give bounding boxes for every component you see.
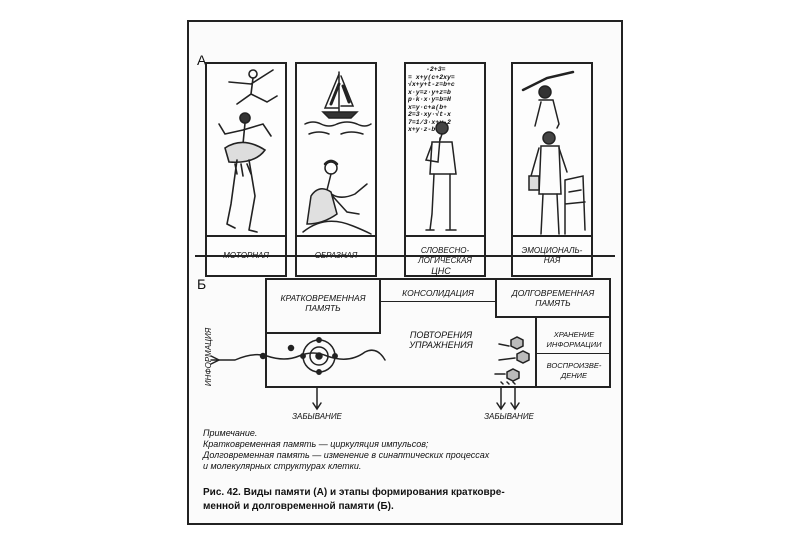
information-label: ИНФОРМАЦИЯ — [204, 307, 214, 407]
note-line-1: Кратковременная память — циркуляция импу… — [203, 439, 613, 450]
forgetting-label-short: ЗАБЫВАНИЕ — [285, 412, 349, 422]
forgetting-label-long: ЗАБЫВАНИЕ — [477, 412, 541, 422]
note-line-3: и молекулярных структурах клетки. — [203, 461, 613, 472]
memory-flow-diagram — [189, 22, 621, 442]
note-block: Примечание. Кратковременная память — цир… — [203, 428, 613, 472]
caption-line-2: менной и долговременной памяти (Б). — [203, 500, 617, 514]
figure-sheet: A МОТОРНАЯ — [187, 20, 623, 525]
note-line-2: Долговременная память — изменение в сина… — [203, 450, 613, 461]
caption-line-1: Рис. 42. Виды памяти (А) и этапы формиро… — [203, 486, 617, 500]
figure-caption: Рис. 42. Виды памяти (А) и этапы формиро… — [203, 486, 617, 514]
note-title: Примечание. — [203, 428, 613, 439]
